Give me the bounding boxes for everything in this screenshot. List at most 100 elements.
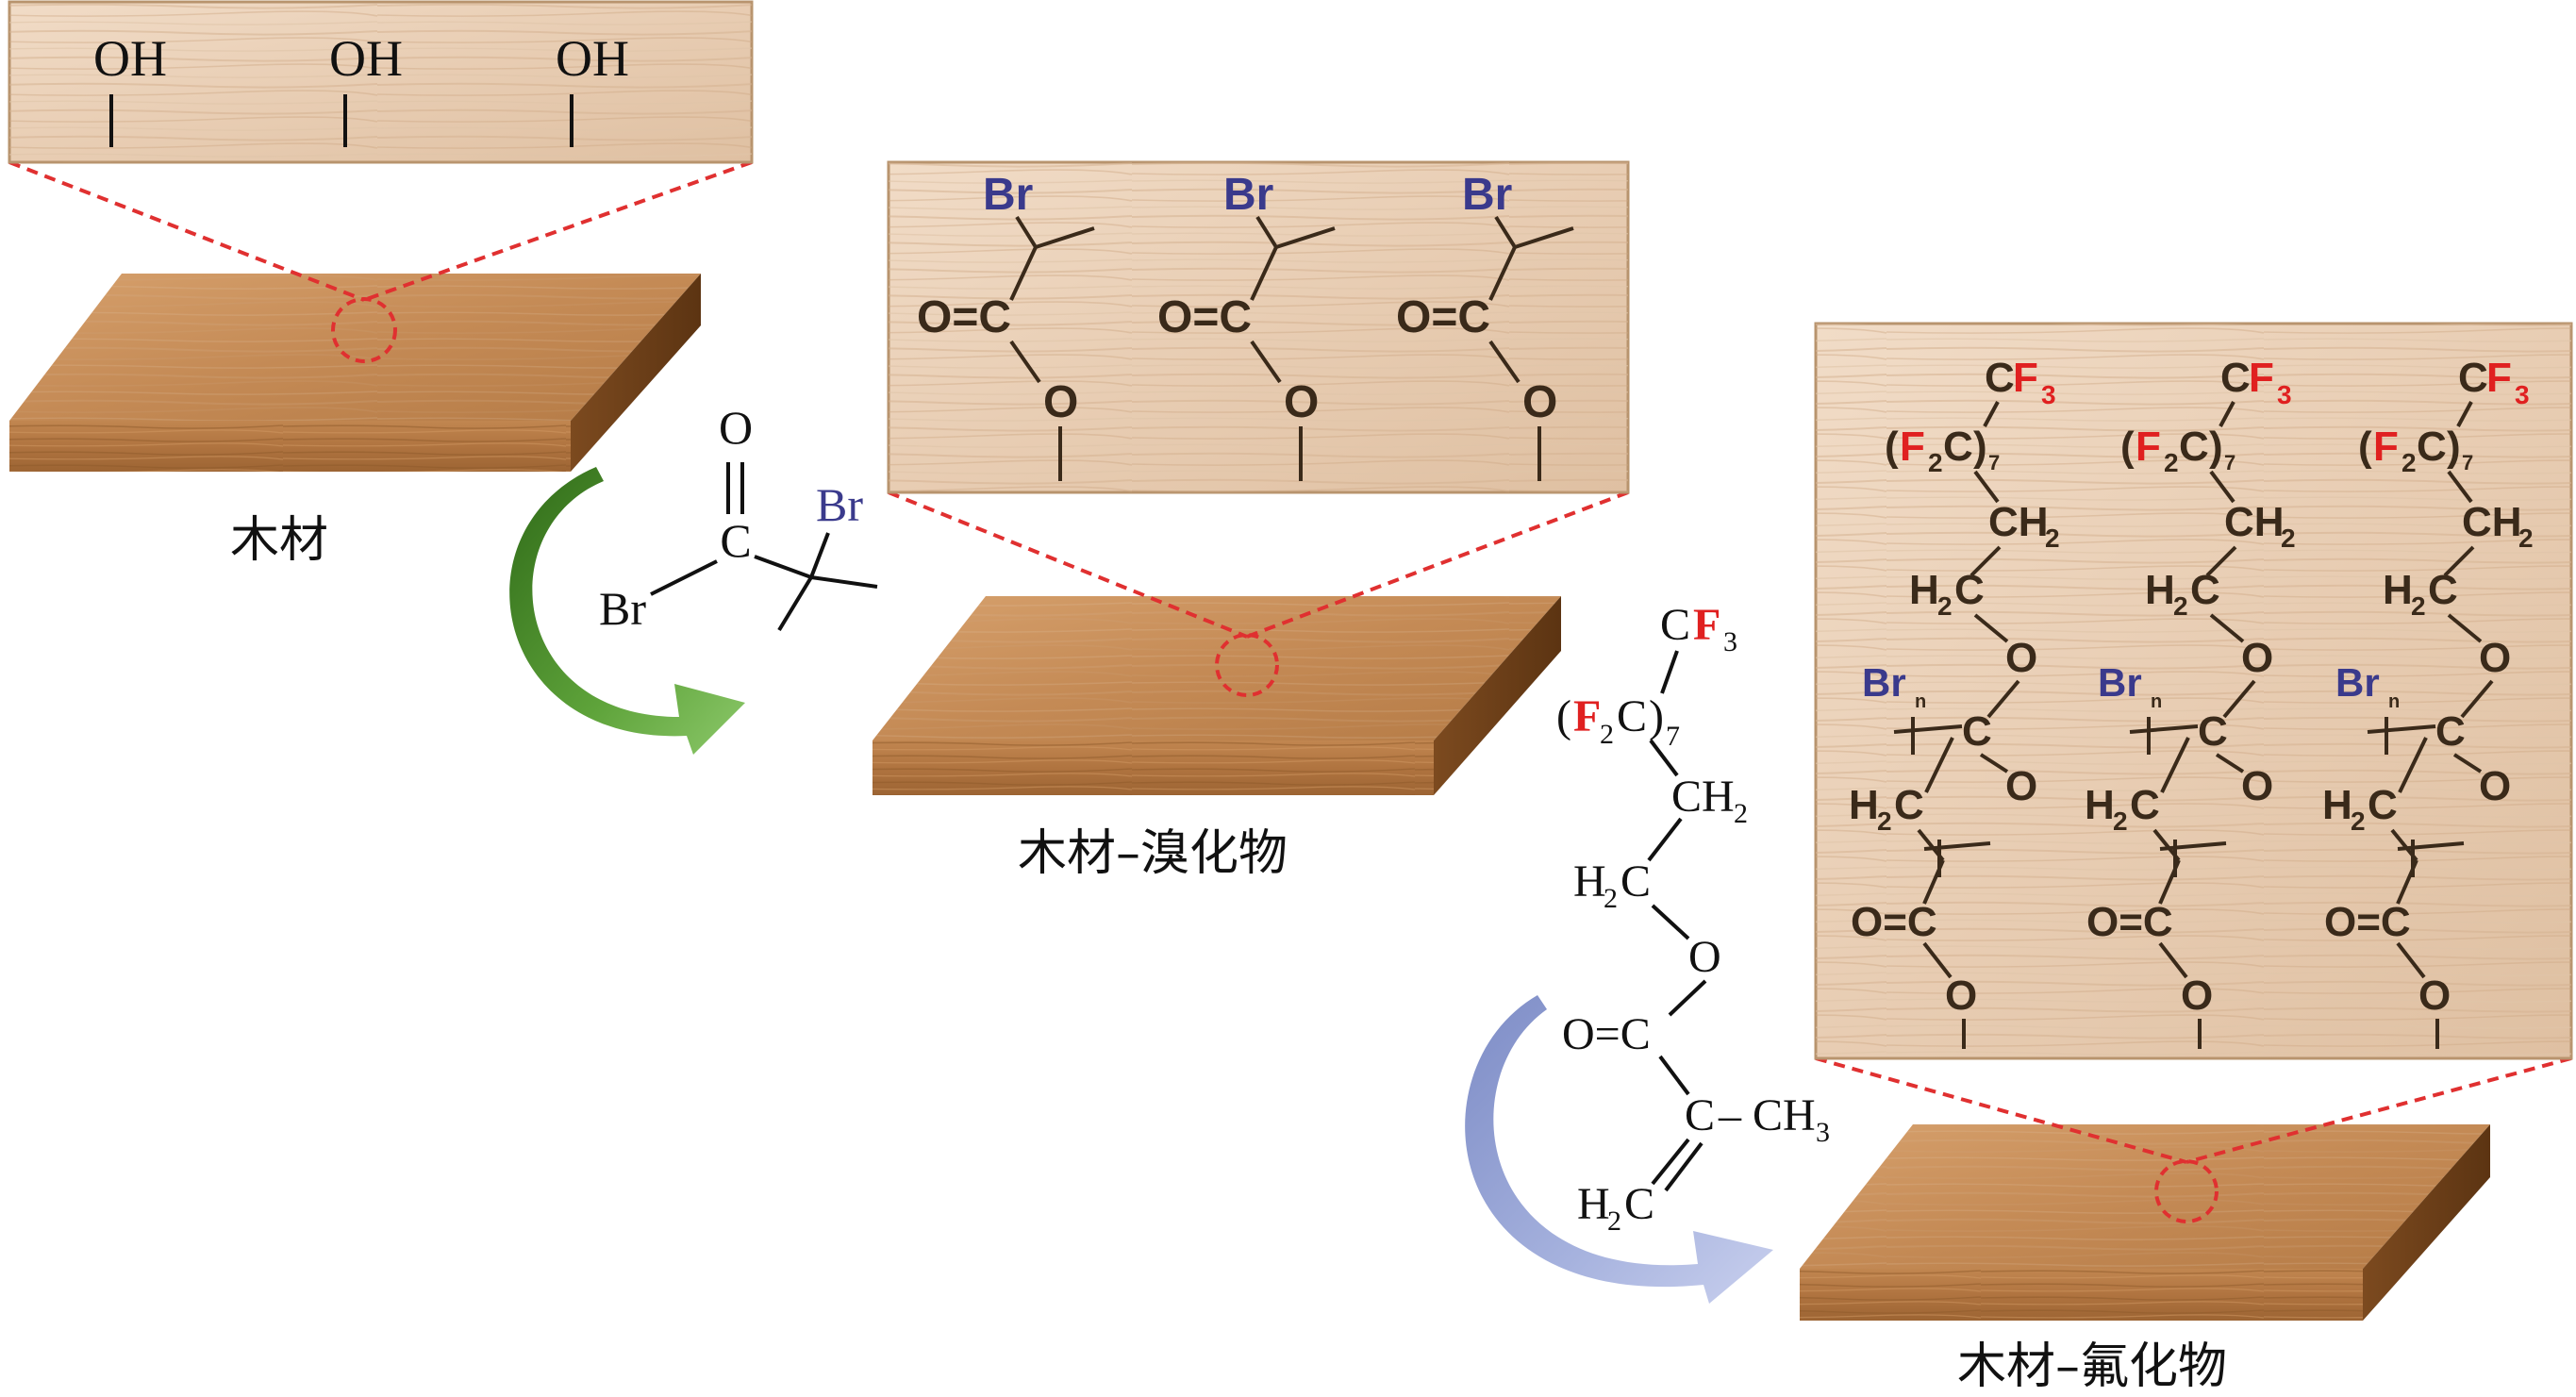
bond [754,555,812,579]
atom-o: O [1688,932,1721,982]
bond [1514,226,1574,249]
atom-o: O [1522,377,1557,427]
subscript: 3 [2515,380,2530,409]
subscript: 3 [2277,380,2292,409]
atom-o: O [1043,377,1078,427]
atom-c: C [1624,1179,1654,1229]
paren: ( [1556,691,1571,741]
bond-dash: – [1718,1090,1742,1140]
reagent-fluorinated-methacrylate: C F 3 ( F 2 C ) 7 CH 2 H 2 C O O=C C – C… [1556,600,1830,1237]
initiator-unit: BrO=CO [917,170,1095,481]
atom-c: C [2428,567,2458,613]
bond [2222,679,2256,719]
bond [2205,545,2237,577]
reaction-arrow-blue [1465,995,1773,1304]
atom-o: O [1284,377,1319,427]
atom-c: C [1985,355,2015,401]
wood-bromide-board [873,596,1561,795]
carbonyl: O=C [1851,899,1937,945]
reagent-bromoisobutyryl-bromide: O C Br Br [599,401,878,635]
subscript: 2 [1734,798,1748,829]
atom-c: C [2179,424,2209,470]
hydroxyl-group: OH [93,30,167,87]
bond [1009,340,1041,384]
subscript: 2 [1928,448,1943,477]
zoom-circle [2154,1159,2219,1223]
bond [1651,1138,1690,1186]
bond [2367,724,2436,734]
subscript: 2 [2518,524,2534,553]
bond [809,532,830,578]
atom-c: C [2368,782,2398,828]
bond [650,559,718,596]
bond [2129,724,2199,734]
bond [1664,1141,1703,1192]
atom-f: F [2373,424,2399,470]
atom-h: H [2145,567,2175,613]
bond [777,575,813,632]
bond [2443,545,2475,577]
atom-h: H [1577,1179,1610,1229]
reaction-arrow-green [509,467,745,755]
group-ch2: CH [1671,772,1735,822]
bond [2159,841,2227,851]
atom-c: C [1943,424,1973,470]
atom-h: H [2383,567,2413,613]
group-ch2: CH [2462,499,2522,545]
bond [1660,650,1679,694]
subscript: 2 [1600,719,1614,750]
initiator-unit: BrO=CO [1396,170,1574,481]
bond [1983,401,2000,427]
zoom-line-right [363,160,753,302]
bond [1250,340,1282,384]
zoom-circle [1215,633,1279,697]
bond [2396,941,2426,979]
subscript: 2 [2045,524,2060,553]
atom-c: C [2190,567,2220,613]
atom-c: C [1617,691,1647,741]
carbonyl: O=C [2324,899,2411,945]
atom-c: C [2417,424,2447,470]
bond [2398,737,2428,793]
bond [2158,859,2181,905]
atom-h: H [2085,782,2115,828]
bond [1651,904,1690,940]
subscript: 3 [2041,380,2056,409]
group-ch2: CH [2224,499,2285,545]
atom-c: C [1954,567,1985,613]
atom-c: C [2458,355,2488,401]
bond [1969,545,2002,577]
label-wood-fluoride: 木材–氟化物 [1957,1339,2227,1395]
atom-br: Br [983,170,1033,220]
paren: ) [1649,691,1664,741]
bond [1647,817,1683,862]
atom-c: C [1962,708,1992,755]
atom-br: Br [2098,660,2142,705]
atom-h: H [1909,567,1939,613]
bond [1035,226,1095,249]
wood-board [9,274,701,472]
subscript: 7 [1988,451,2000,474]
atom-c: C [2130,782,2160,828]
wood-board-side [571,274,701,472]
wood-fluoride-board [1800,1124,2490,1321]
atom-c: C [2220,355,2251,401]
atom-o: O [1945,973,1977,1019]
zoom-line-left [888,491,1248,639]
bond [2456,401,2473,427]
subscript: 2 [2351,807,2366,836]
subscript-n: n [1915,691,1926,712]
bond [1488,340,1521,384]
atom-br: Br [2335,660,2380,705]
atom-c: C [1894,782,1924,828]
atom-o: O [2241,635,2273,681]
wood-board-side [1434,596,1561,795]
subscript: 3 [1816,1117,1830,1148]
subscript: 2 [2113,807,2128,836]
wood-board-side [2363,1124,2490,1321]
bond [1986,679,2020,719]
bond [2209,613,2245,643]
